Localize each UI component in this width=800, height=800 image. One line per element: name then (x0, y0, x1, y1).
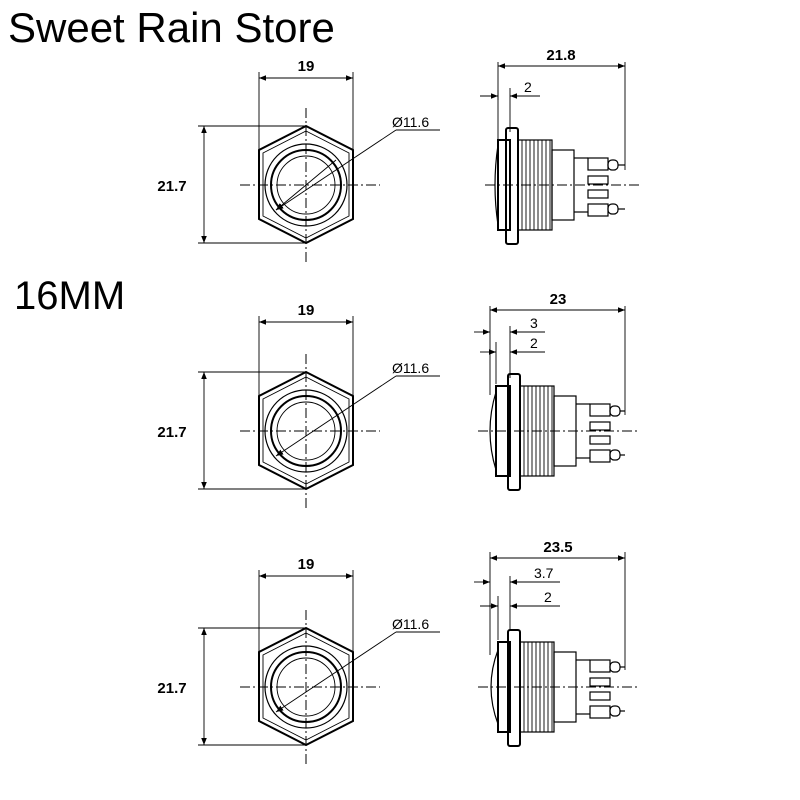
height-label: 21.7 (157, 178, 186, 195)
diameter-leader (275, 129, 397, 211)
hex-nut (505, 127, 519, 245)
length-label: 23.5 (543, 539, 572, 556)
front-view-1: 19 21.7 Ø11.6 (157, 58, 440, 262)
diameter-label: Ø11.6 (392, 114, 429, 130)
variant-1: 19 21.7 Ø11.6 21.8 2 (157, 47, 640, 262)
diameter-label: Ø11.6 (392, 360, 429, 376)
offset-label-a: 3.7 (534, 565, 554, 581)
variant-3: 19 21.7 Ø11.6 23.5 3.7 2 (157, 539, 640, 764)
side-view-2: 23 3 2 (474, 291, 640, 491)
offset-label-a: 3 (530, 315, 538, 331)
variant-2: 19 21.7 Ø11.6 23 3 2 (157, 291, 640, 508)
length-label: 21.8 (546, 47, 575, 64)
store-title: Sweet Rain Store (8, 4, 335, 51)
terminals (589, 659, 625, 719)
size-label: 16MM (14, 274, 126, 318)
front-view-3: 19 21.7 Ø11.6 (157, 556, 440, 764)
width-label: 19 (298, 302, 315, 319)
offset-label-b: 2 (530, 335, 538, 351)
side-view-1: 21.8 2 (480, 47, 640, 245)
height-label: 21.7 (157, 680, 186, 697)
diameter-label: Ø11.6 (392, 616, 429, 632)
offset-label-b: 2 (544, 589, 552, 605)
length-label: 23 (550, 291, 567, 308)
button-head (489, 391, 497, 471)
side-view-3: 23.5 3.7 2 (474, 539, 640, 747)
terminals (587, 157, 625, 217)
front-view-2: 19 21.7 Ø11.6 (157, 302, 440, 508)
height-label: 21.7 (157, 424, 186, 441)
diameter-leader (275, 375, 397, 457)
offset-label: 2 (524, 79, 532, 95)
width-label: 19 (298, 58, 315, 75)
terminals (589, 403, 625, 463)
diameter-leader-back (275, 159, 337, 211)
width-label: 19 (298, 556, 315, 573)
diameter-leader (275, 631, 397, 713)
